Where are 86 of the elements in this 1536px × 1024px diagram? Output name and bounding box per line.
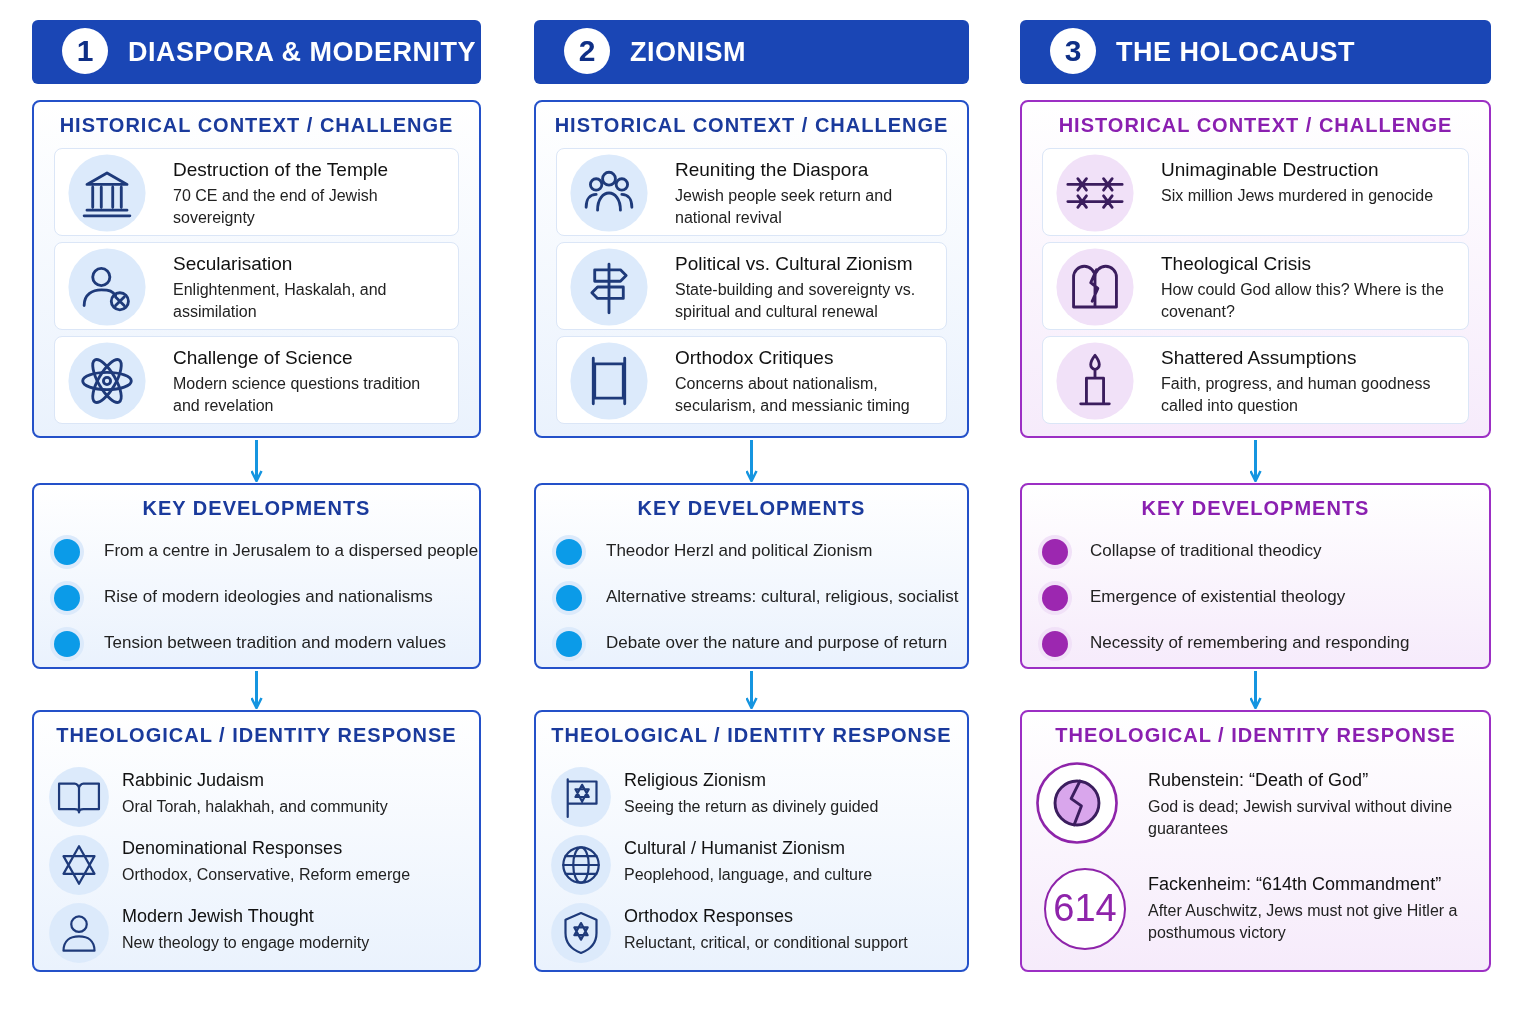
card-title: Unimaginable Destruction [1161, 159, 1379, 181]
response-title: Rabbinic Judaism [122, 770, 265, 791]
panel-heading: HISTORICAL CONTEXT / CHALLENGE [58, 114, 455, 137]
panel-heading: KEY DEVELOPMENTS [1140, 497, 1371, 520]
card-text: How could God allow this? Where is the covenant? [1161, 280, 1445, 322]
response-title: Rubenstein: “Death of God” [1148, 770, 1369, 791]
context-card [54, 242, 459, 330]
arrow [250, 671, 263, 710]
context-card [54, 148, 459, 236]
context-card [556, 242, 947, 330]
card-text: State-building and sovereignty vs. spiritual and cultural renewal [675, 280, 917, 322]
response-text: Orthodox, Conservative, Reform emerge [122, 865, 412, 885]
context-card [54, 336, 459, 424]
response-panel [1020, 710, 1491, 972]
context-card [1042, 242, 1469, 330]
bullet-text: Debate over the nature and purpose of return [606, 633, 948, 653]
column-header [534, 20, 969, 84]
column-title: ZIONISM [630, 36, 746, 69]
bullet-text: From a centre in Jerusalem to a dispersed people [104, 541, 479, 561]
card-text: Modern science questions tradition and revelation [173, 374, 422, 416]
context-panel [534, 100, 969, 438]
panel-heading: KEY DEVELOPMENTS [636, 497, 867, 520]
bullet-text: Theodor Herzl and political Zionism [606, 541, 873, 561]
response-text: Peoplehood, language, and culture [624, 865, 874, 885]
bullet-text: Tension between tradition and modern values [104, 633, 447, 653]
context-panel [1020, 100, 1491, 438]
arrow [1249, 440, 1262, 483]
response-text: God is dead; Jewish survival without divine guarantees [1148, 797, 1454, 839]
panel-heading: THEOLOGICAL / IDENTITY RESPONSE [550, 724, 953, 747]
developments-panel [32, 483, 481, 669]
response-text: Seeing the return as divinely guided [624, 797, 880, 817]
response-text: Reluctant, critical, or conditional support [624, 933, 909, 953]
column-header [32, 20, 481, 84]
response-panel [534, 710, 969, 972]
card-title: Shattered Assumptions [1161, 347, 1357, 369]
response-text: New theology to engage modernity [122, 933, 371, 953]
bullet-text: Collapse of traditional theodicy [1090, 541, 1322, 561]
arrow [250, 440, 263, 483]
response-title: Cultural / Humanist Zionism [624, 838, 846, 859]
arrow [745, 671, 758, 710]
card-title: Political vs. Cultural Zionism [675, 253, 913, 275]
column-title: DIASPORA & MODERNITY [128, 36, 476, 69]
panel-heading: KEY DEVELOPMENTS [141, 497, 372, 520]
developments-panel [1020, 483, 1491, 669]
commandment-number: 614 [1044, 868, 1126, 950]
step-number: 2 [564, 28, 610, 74]
column-title: THE HOLOCAUST [1116, 36, 1355, 69]
bullet-text: Rise of modern ideologies and nationalisms [104, 587, 433, 607]
panel-heading: HISTORICAL CONTEXT / CHALLENGE [553, 114, 950, 137]
column-header [1020, 20, 1491, 84]
response-panel [32, 710, 481, 972]
panel-heading: HISTORICAL CONTEXT / CHALLENGE [1057, 114, 1454, 137]
card-title: Reuniting the Diaspora [675, 159, 869, 181]
response-title: Religious Zionism [624, 770, 767, 791]
context-card [1042, 336, 1469, 424]
card-title: Orthodox Critiques [675, 347, 834, 369]
card-text: 70 CE and the end of Jewish sovereignty [173, 186, 379, 228]
response-text: After Auschwitz, Jews must not give Hitler a posthumous victory [1148, 901, 1459, 943]
bullet-text: Necessity of remembering and responding [1090, 633, 1410, 653]
context-card [1042, 148, 1469, 236]
card-text: Six million Jews murdered in genocide [1161, 186, 1435, 206]
context-card [556, 336, 947, 424]
bullet-text: Alternative streams: cultural, religious, socialist [606, 587, 959, 607]
card-title: Destruction of the Temple [173, 159, 389, 181]
card-text: Faith, progress, and human goodness called into question [1161, 374, 1432, 416]
response-text: Oral Torah, halakhah, and community [122, 797, 389, 817]
response-title: Fackenheim: “614th Commandment” [1148, 874, 1442, 895]
card-title: Secularisation [173, 253, 293, 275]
step-number: 3 [1050, 28, 1096, 74]
response-title: Orthodox Responses [624, 906, 794, 927]
card-text: Jewish people seek return and national revival [675, 186, 894, 228]
arrow [1249, 671, 1262, 710]
context-card [556, 148, 947, 236]
card-text: Enlightenment, Haskalah, and assimilation [173, 280, 388, 322]
context-panel [32, 100, 481, 438]
panel-heading: THEOLOGICAL / IDENTITY RESPONSE [1054, 724, 1457, 747]
response-title: Modern Jewish Thought [122, 906, 314, 927]
developments-panel [534, 483, 969, 669]
panel-heading: THEOLOGICAL / IDENTITY RESPONSE [55, 724, 458, 747]
step-number: 1 [62, 28, 108, 74]
bullet-text: Emergence of existential theology [1090, 587, 1346, 607]
response-title: Denominational Responses [122, 838, 343, 859]
card-text: Concerns about nationalism, secularism, and messianic timing [675, 374, 911, 416]
card-title: Theological Crisis [1161, 253, 1311, 275]
arrow [745, 440, 758, 483]
card-title: Challenge of Science [173, 347, 353, 369]
